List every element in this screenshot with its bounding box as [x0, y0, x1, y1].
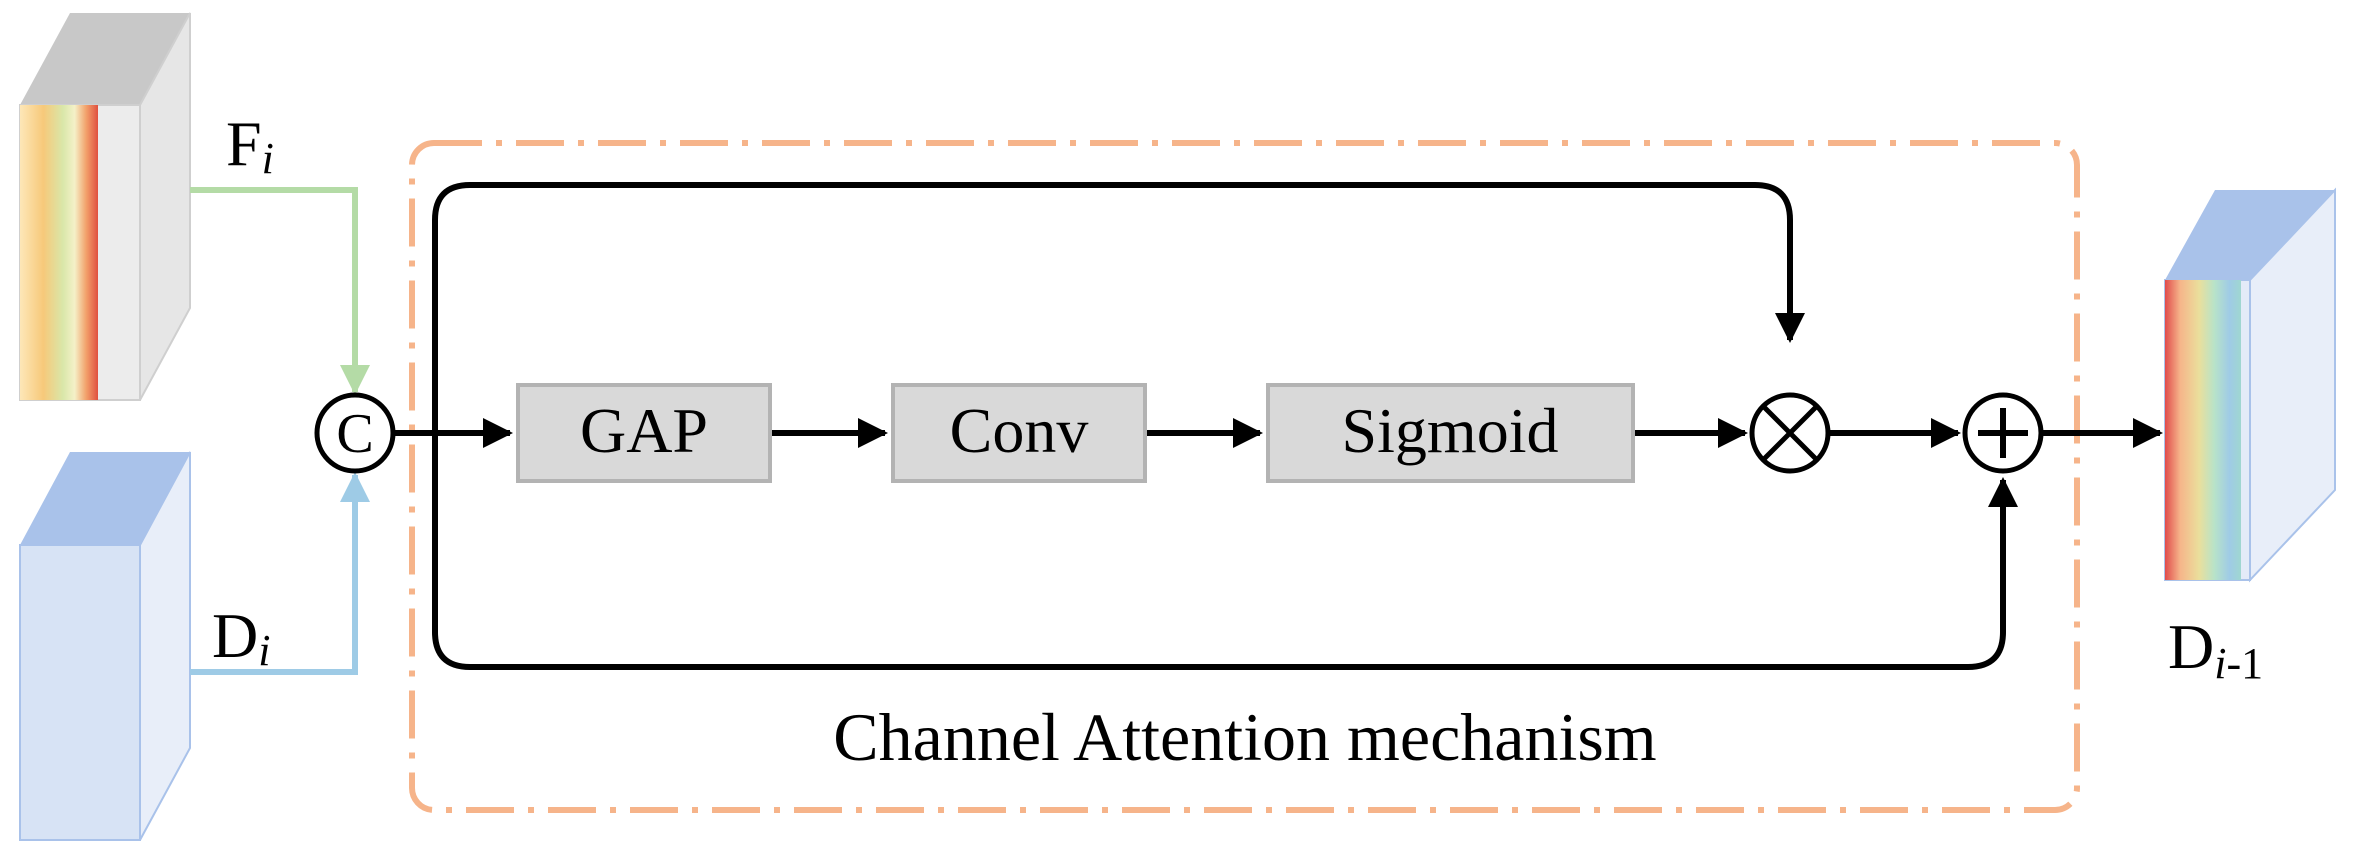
sigmoid-block: Sigmoid [1266, 383, 1635, 483]
concat-symbol: C [336, 403, 373, 465]
multiply-node [1749, 392, 1831, 474]
f-input-arrow [190, 187, 370, 395]
gap-label: GAP [580, 395, 708, 466]
top-skip-connection [393, 182, 1805, 436]
feature-map-f [19, 12, 191, 401]
bottom-residual-connection [432, 433, 2018, 670]
conv-block: Conv [891, 383, 1147, 483]
sigmoid-label: Sigmoid [1342, 395, 1559, 466]
output-label: Di-1 [2168, 611, 2263, 688]
conv-label: Conv [950, 395, 1089, 466]
f-input-label: Fi [226, 108, 274, 183]
channel-attention-module-border [409, 140, 2080, 813]
d-input-arrow [190, 472, 370, 675]
d-input-label: Di [212, 600, 270, 675]
gap-block: GAP [516, 383, 772, 483]
add-node [1962, 392, 2044, 474]
feature-map-output [2164, 187, 2336, 583]
feature-map-d [19, 451, 191, 841]
module-title: Channel Attention mechanism [833, 699, 1656, 775]
